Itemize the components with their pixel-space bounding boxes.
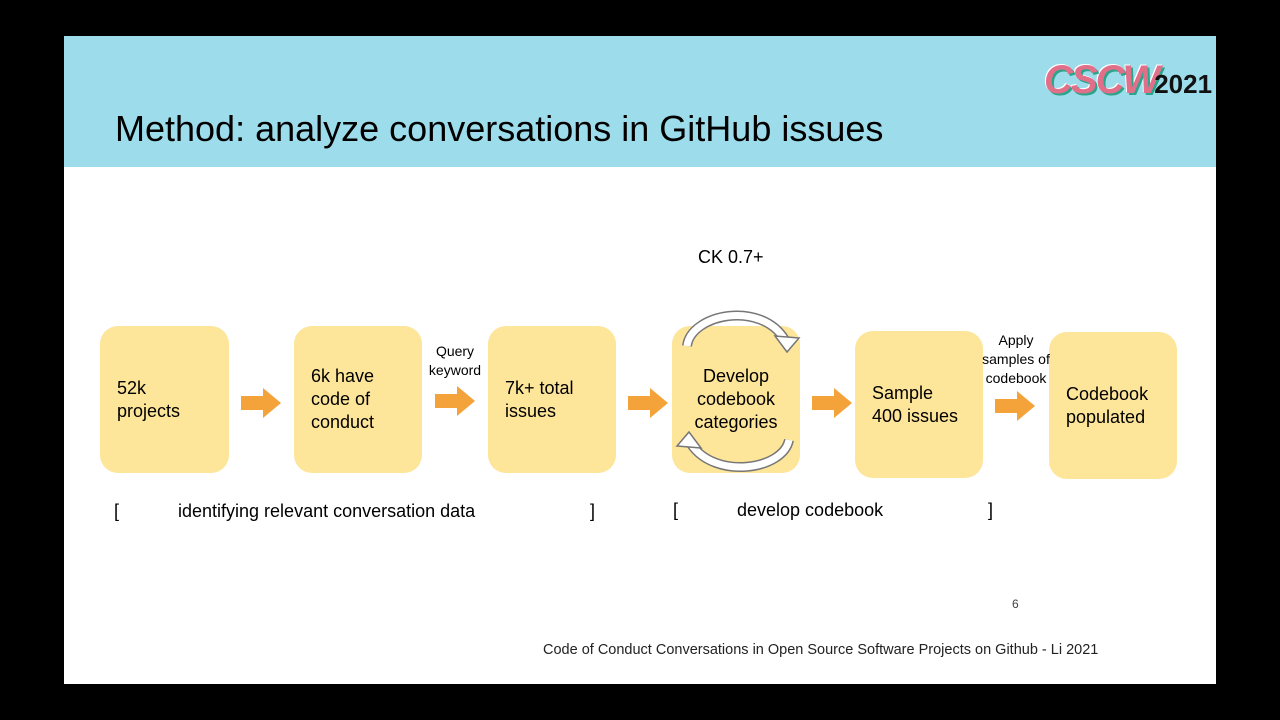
arrow-right-icon xyxy=(812,388,852,418)
arrow-label-query: Query keyword xyxy=(428,343,482,378)
ck-label: CK 0.7+ xyxy=(698,247,764,267)
step-total-issues-label: 7k+ total issues xyxy=(505,377,574,421)
step-projects: 52k projects xyxy=(100,326,229,473)
step-sample-issues-label: Sample 400 issues xyxy=(872,382,959,426)
phase-identify-close: ] xyxy=(590,501,596,521)
arrow-label-apply: Apply samples of codebook xyxy=(982,332,1050,386)
phase-develop-open: [ xyxy=(673,500,679,520)
step-sample-issues: Sample 400 issues xyxy=(855,331,983,478)
phase-identify-open: [ xyxy=(114,501,120,521)
step-total-issues: 7k+ total issues xyxy=(488,326,616,473)
slide: Method: analyze conversations in GitHub … xyxy=(64,36,1216,684)
logo-text: CSCW xyxy=(1044,58,1160,102)
phase-develop-label: develop codebook xyxy=(737,500,884,520)
slide-header: Method: analyze conversations in GitHub … xyxy=(64,36,1216,167)
slide-footer: Code of Conduct Conversations in Open So… xyxy=(543,642,1099,658)
arrow-right-icon xyxy=(995,391,1035,421)
page-number: 6 xyxy=(1012,597,1019,611)
cscw-logo: CSCW2021 xyxy=(1044,58,1212,103)
step-code-of-conduct-label: 6k have code of conduct xyxy=(311,366,375,432)
step-projects-label: 52k projects xyxy=(117,377,181,421)
iteration-cycle-icon xyxy=(675,310,801,472)
step-code-of-conduct: 6k have code of conduct xyxy=(294,326,422,473)
step-develop-codebook-label: Develop codebook categories xyxy=(694,366,778,432)
arrow-right-icon xyxy=(435,386,475,416)
logo-year: 2021 xyxy=(1154,69,1213,99)
phase-identify-label: identifying relevant conversation data xyxy=(178,501,476,521)
slide-title: Method: analyze conversations in GitHub … xyxy=(115,108,884,149)
step-codebook-populated-label: Codebook populated xyxy=(1066,383,1149,427)
arrow-right-icon xyxy=(241,388,281,418)
arrow-right-icon xyxy=(628,388,668,418)
step-codebook-populated: Codebook populated xyxy=(1049,332,1177,479)
phase-develop-close: ] xyxy=(988,500,994,520)
